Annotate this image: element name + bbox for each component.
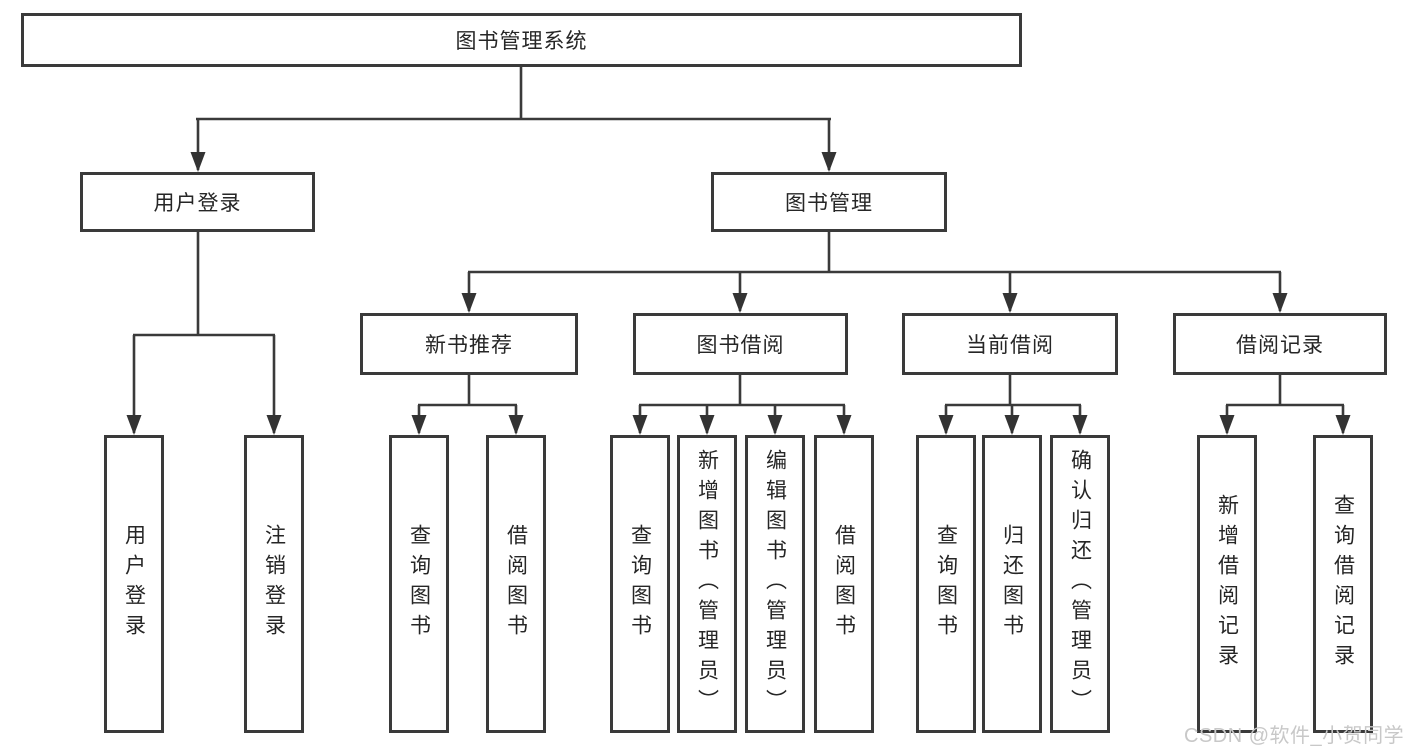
leaf-confirm-return-admin-label: 确认归还（管理员） (1068, 449, 1092, 719)
leaf-borrow-books-label: 借阅图书 (832, 524, 856, 644)
leaf-query-borrow-record-label: 查询借阅记录 (1331, 494, 1355, 674)
node-book-borrowing: 图书借阅 (633, 313, 848, 375)
leaf-borrow-books-recommend: 借阅图书 (486, 435, 546, 733)
node-current-borrowing-label: 当前借阅 (966, 334, 1054, 357)
node-user-login-label: 用户登录 (153, 192, 242, 215)
leaf-logout-label: 注销登录 (262, 524, 286, 644)
node-current-borrowing: 当前借阅 (902, 313, 1118, 375)
node-root-label: 图书管理系统 (455, 30, 588, 53)
watermark: CSDN @软件_小贺同学 (1184, 725, 1405, 747)
leaf-query-books-current-label: 查询图书 (934, 524, 958, 644)
leaf-query-books-borrow-label: 查询图书 (628, 524, 652, 644)
node-book-borrowing-label: 图书借阅 (696, 334, 785, 357)
leaf-edit-book-admin-label: 编辑图书（管理员） (763, 449, 787, 719)
leaf-user-login: 用户登录 (104, 435, 164, 733)
node-root: 图书管理系统 (21, 13, 1022, 67)
leaf-return-book-label: 归还图书 (1000, 524, 1024, 644)
leaf-query-borrow-record: 查询借阅记录 (1313, 435, 1373, 733)
leaf-logout: 注销登录 (244, 435, 304, 733)
leaf-confirm-return-admin: 确认归还（管理员） (1050, 435, 1110, 733)
leaf-add-book-admin: 新增图书（管理员） (677, 435, 737, 733)
node-new-book-recommend: 新书推荐 (360, 313, 578, 375)
leaf-add-book-admin-label: 新增图书（管理员） (695, 449, 719, 719)
leaf-return-book: 归还图书 (982, 435, 1042, 733)
node-borrowing-records: 借阅记录 (1173, 313, 1387, 375)
leaf-query-books-recommend-label: 查询图书 (407, 524, 431, 644)
leaf-borrow-books: 借阅图书 (814, 435, 874, 733)
leaf-borrow-books-recommend-label: 借阅图书 (504, 524, 528, 644)
leaf-add-borrow-record-label: 新增借阅记录 (1215, 494, 1239, 674)
node-book-management: 图书管理 (711, 172, 947, 232)
leaf-query-books-current: 查询图书 (916, 435, 976, 733)
node-borrowing-records-label: 借阅记录 (1236, 334, 1324, 357)
node-user-login: 用户登录 (80, 172, 315, 232)
leaf-user-login-label: 用户登录 (122, 524, 146, 644)
leaf-add-borrow-record: 新增借阅记录 (1197, 435, 1257, 733)
leaf-edit-book-admin: 编辑图书（管理员） (745, 435, 805, 733)
node-new-book-recommend-label: 新书推荐 (425, 334, 513, 357)
leaf-query-books-recommend: 查询图书 (389, 435, 449, 733)
node-book-management-label: 图书管理 (785, 192, 873, 215)
leaf-query-books-borrow: 查询图书 (610, 435, 670, 733)
